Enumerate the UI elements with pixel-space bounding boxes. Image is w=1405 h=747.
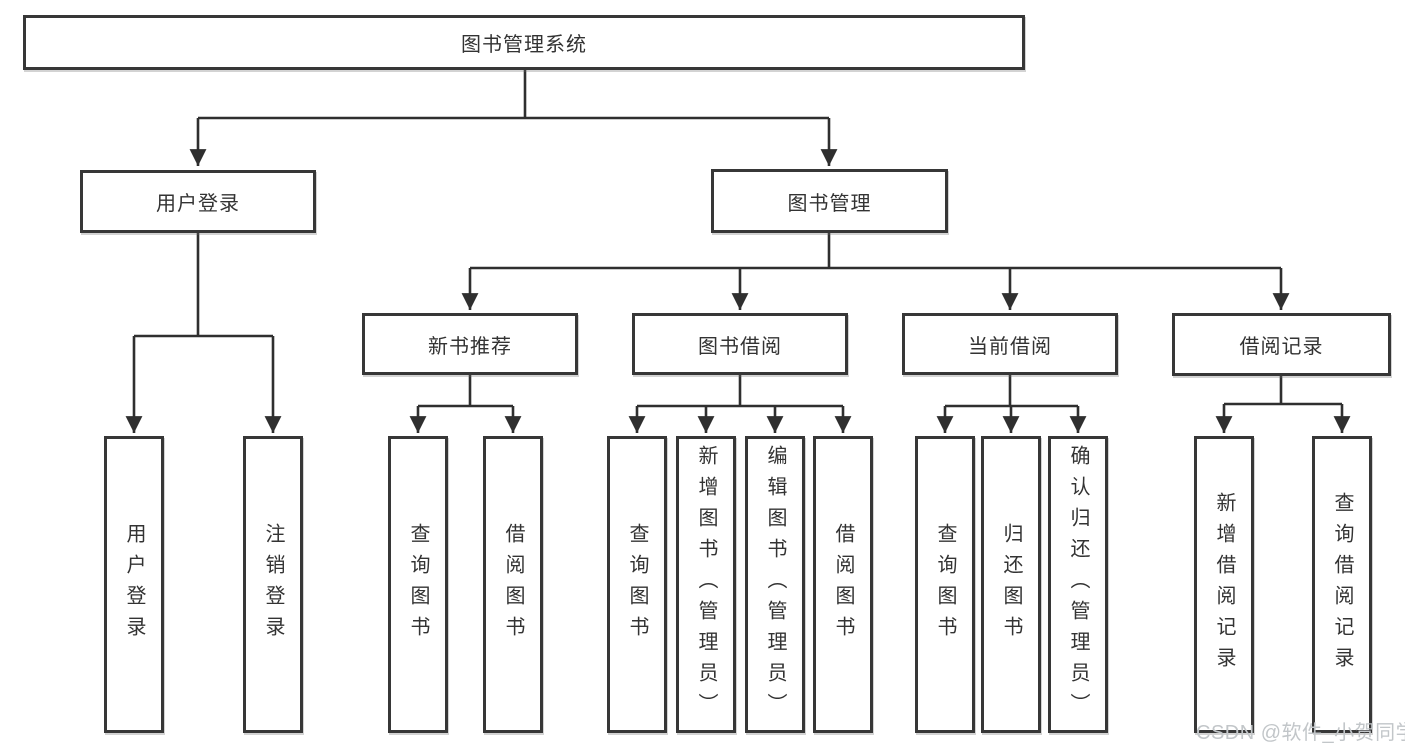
node-query-books-borrow: 查询图书 [607, 436, 667, 733]
node-borrowing-records: 借阅记录 [1172, 313, 1391, 376]
node-user-login-action: 用户登录 [104, 436, 164, 733]
node-query-books-recommend: 查询图书 [388, 436, 448, 733]
node-library-system: 图书管理系统 [23, 15, 1025, 70]
node-borrow-books-recommend: 借阅图书 [483, 436, 543, 733]
node-logout-action: 注销登录 [243, 436, 303, 733]
node-book-management-label: 图书管理 [787, 192, 872, 215]
node-book-borrowing-label: 图书借阅 [698, 335, 782, 358]
node-edit-books-admin: 编辑图书（管理员） [745, 436, 805, 733]
node-add-books-admin: 新增图书（管理员） [676, 436, 736, 733]
node-confirm-return-admin: 确认归还（管理员） [1048, 436, 1108, 733]
node-query-borrow-record: 查询借阅记录 [1312, 436, 1372, 733]
node-book-management: 图书管理 [711, 169, 948, 233]
node-library-system-label: 图书管理系统 [461, 34, 587, 56]
node-query-books-current: 查询图书 [915, 436, 975, 733]
node-current-borrowing-label: 当前借阅 [968, 335, 1052, 358]
node-borrow-books-borrow: 借阅图书 [813, 436, 873, 733]
node-current-borrowing: 当前借阅 [902, 313, 1118, 375]
node-new-book-recommendation: 新书推荐 [362, 313, 578, 375]
node-return-books: 归还图书 [981, 436, 1041, 733]
node-user-login: 用户登录 [80, 170, 316, 233]
node-new-book-recommendation-label: 新书推荐 [428, 335, 512, 358]
node-book-borrowing: 图书借阅 [632, 313, 848, 375]
node-borrowing-records-label: 借阅记录 [1239, 336, 1324, 358]
csdn-watermark: CSDN @软件_小贺同学 [1196, 722, 1405, 744]
node-user-login-label: 用户登录 [156, 193, 240, 215]
node-add-borrow-record: 新增借阅记录 [1194, 436, 1254, 733]
